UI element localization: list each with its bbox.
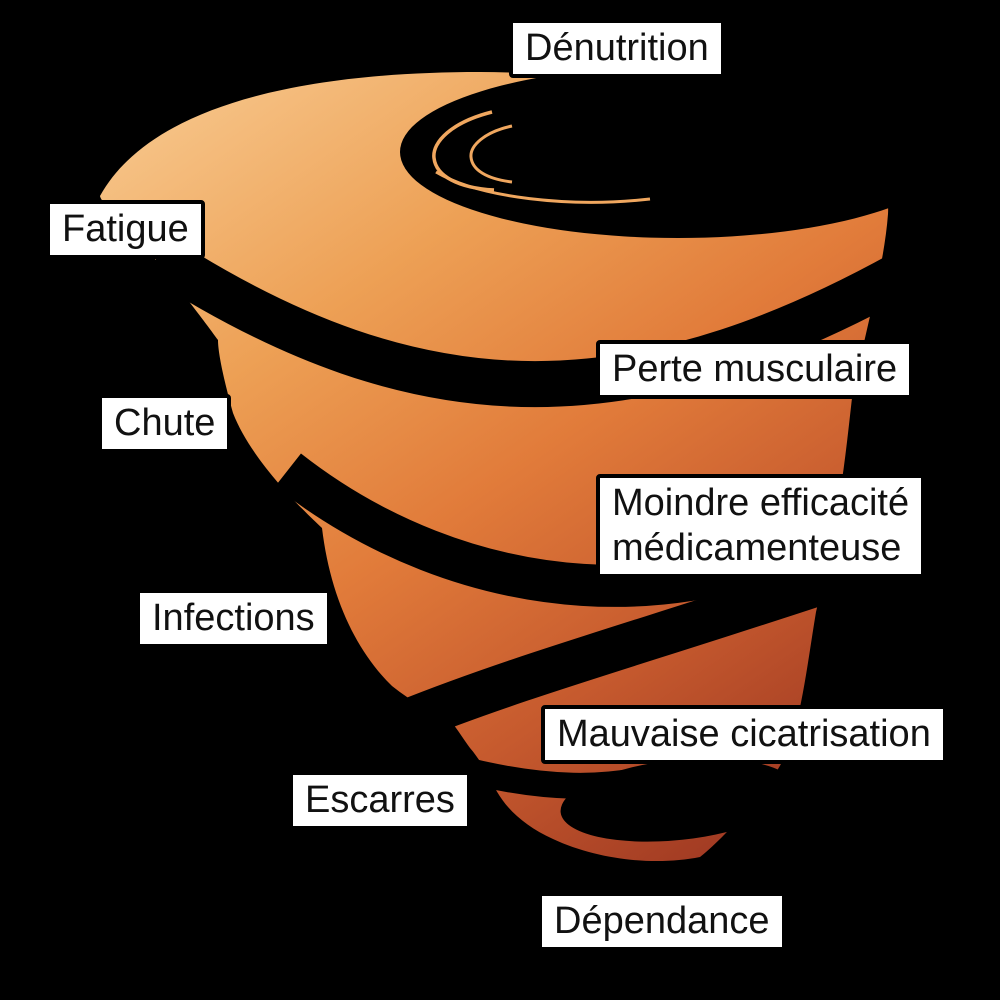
label-escarres: Escarres <box>289 771 471 830</box>
label-denutrition: Dénutrition <box>509 19 725 78</box>
label-mauvaise-cicatrisation: Mauvaise cicatrisation <box>541 705 947 764</box>
label-moindre-efficacite-line1: Moindre efficacité <box>612 482 910 524</box>
tail-notch <box>560 758 796 842</box>
label-moindre-efficacite-line2: médicamenteuse <box>612 526 902 569</box>
label-moindre-efficacite: Moindre efficacité médicamenteuse <box>596 474 926 578</box>
spiral-gap-3 <box>396 545 879 743</box>
opening-swirl-line-2 <box>469 124 513 184</box>
tornado-silhouette <box>100 72 889 862</box>
spiral-gap-1 <box>145 232 952 408</box>
opening-swirl-line-3 <box>435 170 651 204</box>
funnel-opening <box>400 66 956 238</box>
label-chute: Chute <box>98 394 232 453</box>
label-perte-musculaire: Perte musculaire <box>596 340 914 399</box>
label-fatigue: Fatigue <box>46 200 205 259</box>
label-infections: Infections <box>136 589 331 648</box>
label-dependance: Dépendance <box>538 892 786 951</box>
